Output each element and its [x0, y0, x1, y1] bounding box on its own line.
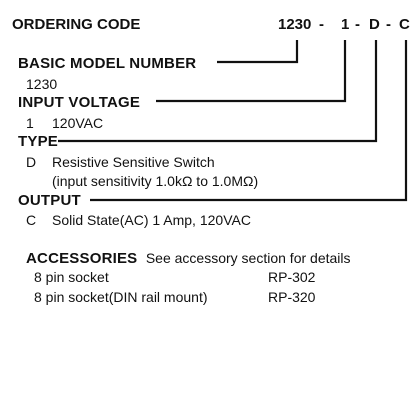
input-voltage-desc: 120VAC	[52, 115, 104, 131]
basic-model-title: BASIC MODEL NUMBER	[18, 55, 197, 72]
accessory-item-part: RP-320	[268, 289, 316, 305]
accessories-header: ACCESSORIES See accessory section for de…	[26, 250, 351, 268]
voltage-connector-line	[156, 40, 347, 103]
type-title: TYPE	[18, 133, 58, 150]
type-code: D	[26, 154, 37, 170]
output-desc: Solid State(AC) 1 Amp, 120VAC	[52, 212, 251, 228]
ordering-code-type: D	[369, 16, 380, 33]
type-note: (input sensitivity 1.0kΩ to 1.0MΩ)	[52, 173, 259, 189]
input-voltage-code: 1	[26, 115, 34, 131]
accessories-note: See accessory section for details	[145, 250, 351, 266]
type-desc: Resistive Sensitive Switch	[52, 154, 215, 170]
model-connector-line	[217, 40, 299, 64]
ordering-code-voltage: 1	[341, 16, 350, 33]
ordering-code-sep-3: -	[386, 16, 391, 33]
accessory-item-part: RP-302	[268, 269, 316, 285]
ordering-code-sep-2: -	[355, 16, 360, 33]
input-voltage-title: INPUT VOLTAGE	[18, 94, 141, 111]
type-connector-line	[58, 40, 378, 143]
basic-model-value: 1230	[26, 76, 58, 92]
output-title: OUTPUT	[18, 192, 81, 209]
accessory-item-name: 8 pin socket(DIN rail mount)	[34, 289, 208, 305]
ordering-code-sep-1: -	[319, 16, 324, 33]
ordering-code-model: 1230	[278, 16, 312, 33]
output-connector-line	[90, 40, 408, 202]
accessories-title: ACCESSORIES	[26, 250, 138, 267]
output-code: C	[26, 212, 37, 228]
ordering-code-title: ORDERING CODE	[12, 16, 141, 33]
accessory-item-name: 8 pin socket	[34, 269, 109, 285]
ordering-code-output: C	[399, 16, 410, 33]
